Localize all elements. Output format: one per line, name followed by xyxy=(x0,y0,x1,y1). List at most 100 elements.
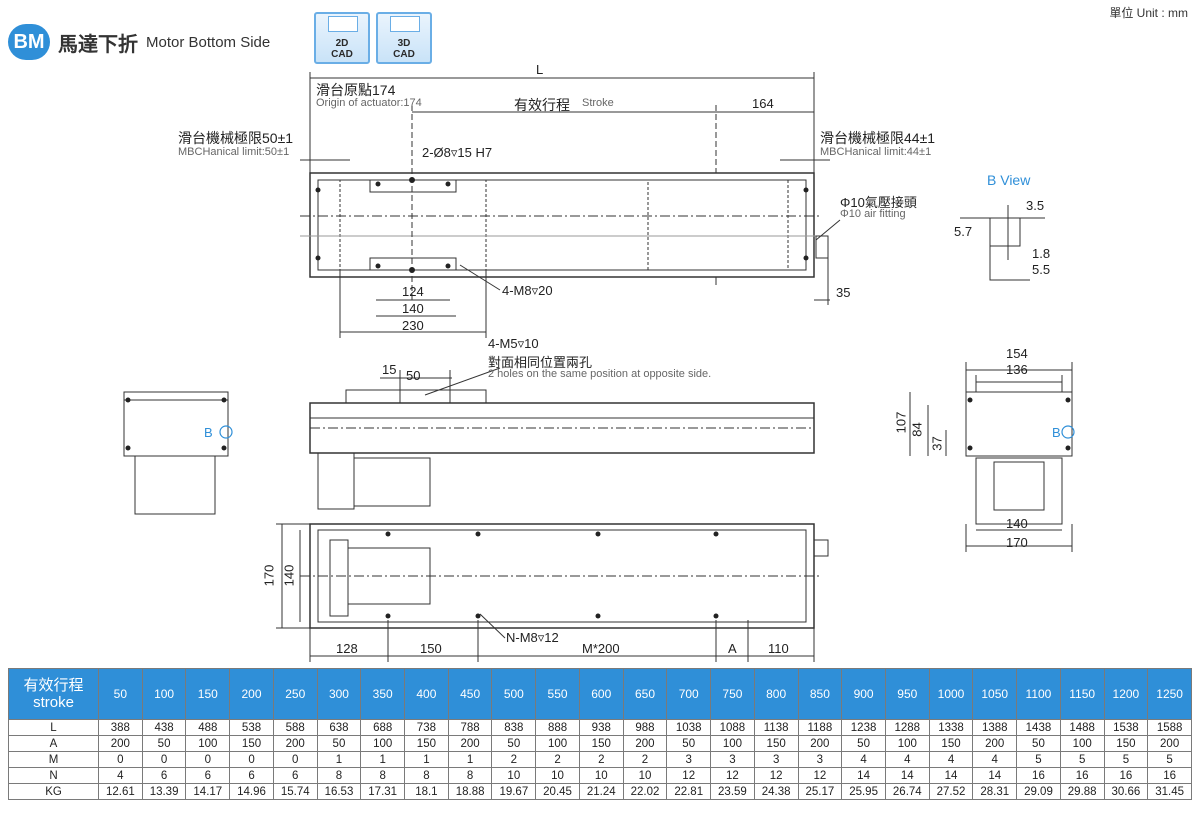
table-cell: 100 xyxy=(1059,735,1105,752)
table-cell: 25.95 xyxy=(841,783,886,800)
stroke-cell: 800 xyxy=(753,668,799,720)
table-cell: 5 xyxy=(1016,751,1061,768)
table-cell: 200 xyxy=(797,735,843,752)
dim-3-5: 3.5 xyxy=(1026,198,1045,213)
dim-164: 164 xyxy=(752,96,774,111)
origin-label-en: Origin of actuator:174 xyxy=(316,97,422,109)
table-cell: 4 xyxy=(98,767,143,784)
stroke-cell: 650 xyxy=(622,668,668,720)
table-cell: 30.66 xyxy=(1103,783,1149,800)
opposite-holes-en: 2 holes on the same position at opposite… xyxy=(488,368,712,380)
table-cell: 0 xyxy=(272,751,318,768)
stroke-cell: 950 xyxy=(884,668,930,720)
table-cell: 12 xyxy=(666,767,712,784)
table-cell: 1 xyxy=(447,751,493,768)
table-cell: 18.1 xyxy=(404,783,449,800)
table-header-row: 有效行程 stroke 50 100 150 200 250 300 350 4… xyxy=(8,668,1192,720)
stroke-cell: 450 xyxy=(447,668,493,720)
stroke-cell: 300 xyxy=(316,668,362,720)
dim-124: 124 xyxy=(402,284,424,299)
table-cell: 5 xyxy=(1059,751,1105,768)
table-cell: 200 xyxy=(272,735,318,752)
dim-140-top: 140 xyxy=(402,301,424,316)
mech-limit-left-cn: 滑台機械極限50±1 xyxy=(178,130,294,146)
table-cell: 29.09 xyxy=(1016,783,1061,800)
table-cell: 8 xyxy=(447,767,493,784)
dim-140-side: 140 xyxy=(1006,516,1028,531)
row-label: KG xyxy=(8,783,99,800)
table-cell: 4 xyxy=(928,751,974,768)
table-cell: 18.88 xyxy=(447,783,493,800)
dim-110: 110 xyxy=(768,641,789,656)
row-label: M xyxy=(8,751,99,768)
table-cell: 150 xyxy=(1103,735,1149,752)
table-cell: 27.52 xyxy=(928,783,974,800)
origin-label-cn: 滑台原點174 xyxy=(316,82,396,98)
table-cell: 150 xyxy=(578,735,624,752)
stroke-cell: 550 xyxy=(535,668,580,720)
dim-140-vertical: 140 xyxy=(281,564,297,587)
dim-A: A xyxy=(728,641,737,656)
table-cell: 28.31 xyxy=(972,783,1018,800)
table-cell: 16 xyxy=(1103,767,1149,784)
table-cell: 838 xyxy=(491,719,537,736)
cad-3d-button[interactable]: 3D CAD xyxy=(376,12,432,64)
row-label: A xyxy=(8,735,99,752)
stroke-cell: 600 xyxy=(578,668,624,720)
table-cell: 5 xyxy=(1147,751,1192,768)
table-cell: 14 xyxy=(928,767,974,784)
table-cell: 29.88 xyxy=(1059,783,1105,800)
dim-L: L xyxy=(536,62,544,77)
table-cell: 1038 xyxy=(666,719,712,736)
dim-5-5: 5.5 xyxy=(1032,262,1051,277)
hole-spec-2: 2-Ø8▿15 H7 xyxy=(422,145,493,160)
cad-2d-button[interactable]: 2D CAD xyxy=(314,12,370,64)
dim-50: 50 xyxy=(406,368,421,383)
table-cell: 50 xyxy=(141,735,187,752)
table-cell: 6 xyxy=(229,767,274,784)
top-view-body xyxy=(309,172,815,278)
model-badge: BM xyxy=(8,24,50,60)
table-cell: 20.45 xyxy=(535,783,580,800)
table-cell: 21.24 xyxy=(578,783,624,800)
table-cell: 200 xyxy=(98,735,143,752)
table-cell: 50 xyxy=(316,735,362,752)
table-cell: 0 xyxy=(98,751,143,768)
table-cell: 1388 xyxy=(972,719,1018,736)
stroke-cell: 250 xyxy=(272,668,318,720)
table-cell: 5 xyxy=(1103,751,1149,768)
table-cell: 538 xyxy=(229,719,274,736)
hole-spec-n-m8: N-M8▿12 xyxy=(506,630,559,645)
opposite-holes-cn: 對面相同位置兩孔 xyxy=(488,355,593,370)
stroke-cell: 200 xyxy=(229,668,274,720)
stroke-label-en: Stroke xyxy=(582,97,614,109)
disk-icon xyxy=(328,16,358,32)
table-cell: 1438 xyxy=(1016,719,1061,736)
table-cell: 22.02 xyxy=(622,783,668,800)
dim-1-8: 1.8 xyxy=(1032,246,1051,261)
table-cell: 23.59 xyxy=(710,783,755,800)
table-cell: 2 xyxy=(578,751,624,768)
table-cell: 6 xyxy=(185,767,231,784)
table-cell: 19.67 xyxy=(491,783,537,800)
table-cell: 788 xyxy=(447,719,493,736)
table-cell: 938 xyxy=(578,719,624,736)
page-header: BM 馬達下折 Motor Bottom Side xyxy=(8,22,270,62)
table-cell: 31.45 xyxy=(1147,783,1192,800)
table-cell: 10 xyxy=(491,767,537,784)
table-cell: 100 xyxy=(360,735,406,752)
stroke-cell: 100 xyxy=(141,668,187,720)
stroke-cell: 50 xyxy=(98,668,143,720)
table-cell: 6 xyxy=(272,767,318,784)
mech-limit-right-cn: 滑台機械極限44±1 xyxy=(820,130,936,146)
air-fitting-en: Φ10 air fitting xyxy=(840,208,906,220)
table-cell: 100 xyxy=(535,735,580,752)
table-cell: 200 xyxy=(622,735,668,752)
table-cell: 14.17 xyxy=(185,783,231,800)
dim-170-side: 170 xyxy=(1006,535,1028,550)
table-cell: 12 xyxy=(710,767,755,784)
stroke-cell: 1200 xyxy=(1103,668,1149,720)
table-cell: 200 xyxy=(447,735,493,752)
table-cell: 0 xyxy=(141,751,187,768)
